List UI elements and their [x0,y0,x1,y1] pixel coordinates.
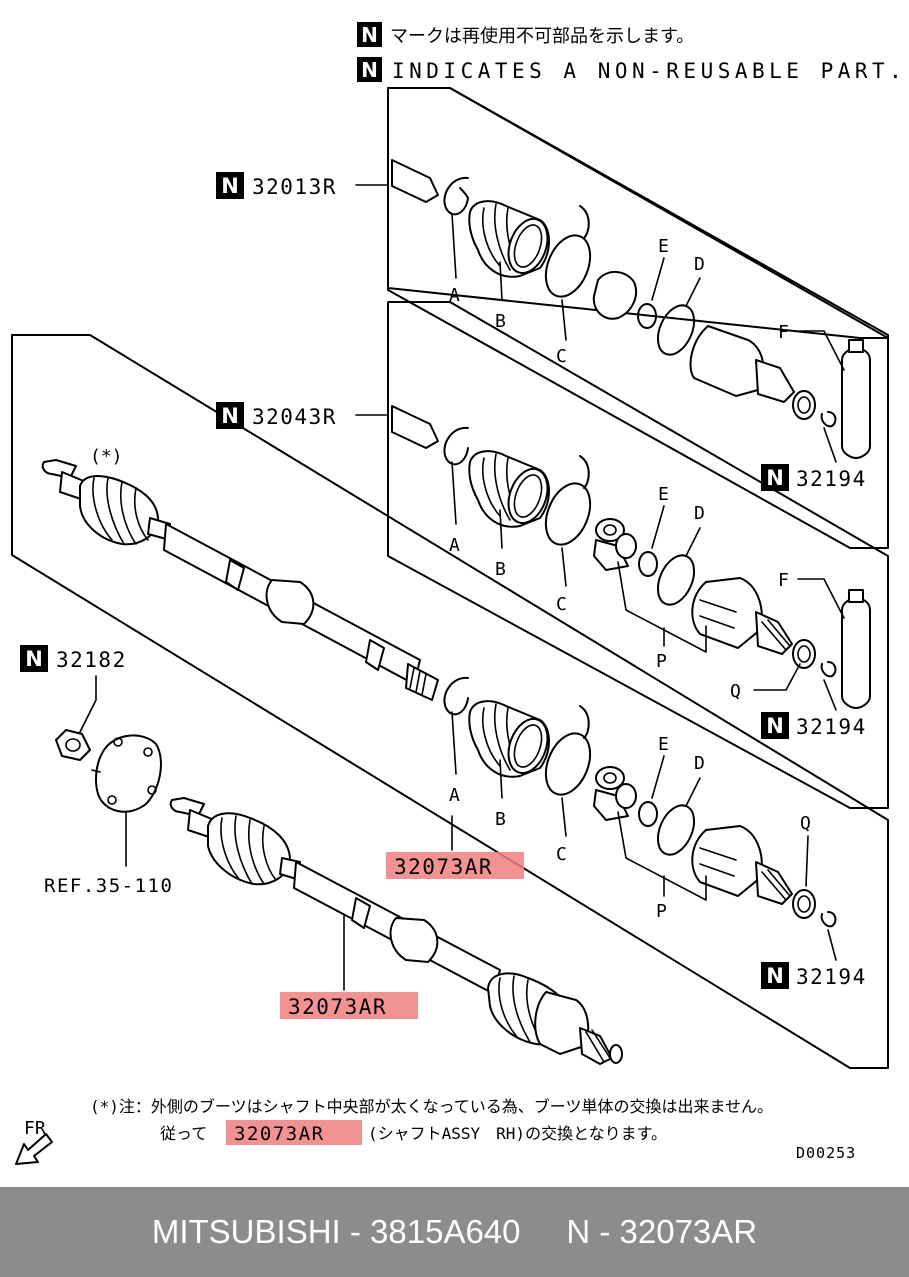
legend-en-text: INDICATES A NON-REUSABLE PART. [392,59,906,83]
svg-text:N: N [221,404,239,428]
svg-text:A: A [449,535,460,556]
exploded-parts-diagram: N マークは再使用不可部品を示します。 N INDICATES A NON-RE… [11,22,906,1165]
svg-text:C: C [556,594,567,615]
label-32194-middle: N 32194 [761,679,867,739]
svg-text:Q: Q [800,813,811,834]
middle-panel-parts [391,405,871,709]
svg-text:N: N [766,964,784,988]
legend-en: N INDICATES A NON-REUSABLE PART. [357,57,906,83]
svg-text:32073AR: 32073AR [394,855,493,879]
footnote-prefix: 従って [160,1124,207,1143]
svg-text:32043R: 32043R [252,405,337,429]
main-panel-parts [443,676,837,928]
footer-text: MITSUBISHI - 3815A640 N - 32073AR [151,1213,758,1250]
svg-text:(*): (*) [90,446,123,467]
middle-callouts: A B C E D F P Q [449,461,845,702]
assembled-shaft [169,797,623,1065]
legend-jp-text: マークは再使用不可部品を示します。 [390,26,694,47]
svg-text:N: N [766,714,784,738]
main-shaft-exploded: (*) [41,446,439,701]
svg-text:FR: FR [24,1118,46,1139]
panel-main [11,334,889,1069]
svg-text:P: P [656,901,667,922]
hub-flange [91,734,162,867]
label-32194-main: N 32194 [761,929,867,989]
svg-text:32073AR: 32073AR [288,995,387,1019]
svg-text:F: F [778,322,789,343]
svg-text:32194: 32194 [796,965,867,989]
upper-callouts: A B C E D F [449,213,845,371]
legend-jp: N マークは再使用不可部品を示します。 [357,22,694,47]
svg-text:A: A [449,785,460,806]
svg-text:E: E [658,484,669,505]
reference-label: REF.35-110 [44,875,173,897]
main-callouts: A B C E D P Q [449,711,811,922]
svg-text:F: F [778,570,789,591]
svg-text:C: C [556,346,567,367]
label-32182: N 32182 [20,645,127,733]
footnote-suffix: (シャフトASSY RH)の交換となります。 [368,1124,667,1143]
svg-text:C: C [556,844,567,865]
svg-text:32194: 32194 [796,467,867,491]
svg-text:32013R: 32013R [252,175,337,199]
svg-text:B: B [495,559,506,580]
svg-text:P: P [656,651,667,672]
footnote-line1: (*)注：外側のブーツはシャフト中央部が太くなっている為、ブーツ単体の交換は出来… [90,1097,773,1116]
drawing-code: D00253 [796,1144,856,1162]
label-32013R: N 32013R [216,172,389,199]
svg-text:N: N [221,174,239,198]
label-32073AR-panel: 32073AR [386,815,524,879]
svg-text:D: D [694,254,705,275]
svg-text:D: D [694,503,705,524]
upper-panel-parts [391,159,871,459]
svg-text:B: B [495,809,506,830]
svg-text:N: N [361,58,378,82]
svg-text:N: N [766,466,784,490]
label-32194-upper: N 32194 [761,427,867,491]
svg-text:N: N [25,647,43,671]
label-32043R: N 32043R [216,402,389,429]
panel-upper [387,87,889,339]
svg-text:N: N [361,23,378,47]
svg-text:E: E [658,236,669,257]
svg-text:A: A [449,285,460,306]
footnote-part: 32073AR [234,1123,325,1145]
svg-text:32182: 32182 [56,648,127,672]
arrow-down-left-icon [15,1133,53,1165]
svg-text:D: D [694,753,705,774]
front-direction: FR [15,1118,53,1165]
svg-text:Q: Q [730,681,741,702]
label-32073AR-shaft: 32073AR [280,915,418,1019]
hub-nut [55,729,91,761]
svg-text:32194: 32194 [796,715,867,739]
svg-text:E: E [658,734,669,755]
panel-middle [387,301,889,809]
part-number-footer: MITSUBISHI - 3815A640 N - 32073AR [0,1187,909,1277]
svg-text:B: B [495,311,506,332]
